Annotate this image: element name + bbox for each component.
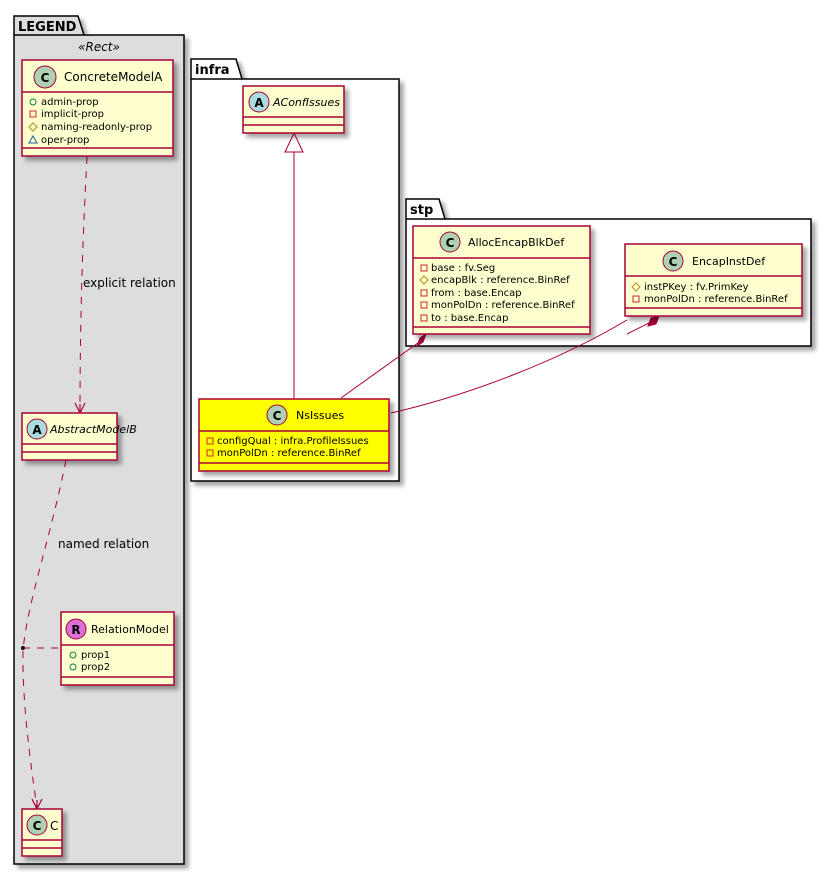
package-stp-name: stp <box>410 203 433 218</box>
svg-text:A: A <box>254 96 264 110</box>
class-spot-icon: C <box>33 65 57 89</box>
svg-text:instPKey : fv.PrimKey: instPKey : fv.PrimKey <box>644 282 749 293</box>
visibility-private-icon <box>29 110 37 118</box>
attribute-row: monPolDn : reference.BinRef <box>206 448 361 459</box>
class-name: EncapInstDef <box>692 255 766 268</box>
relation-explicit[interactable]: explicit relation <box>74 156 176 415</box>
class-name: AConfIssues <box>272 96 340 109</box>
attribute-row: naming-readonly-prop <box>28 122 152 133</box>
relation-composition-encap-line <box>390 319 628 414</box>
svg-text:C: C <box>669 255 678 269</box>
svg-text:A: A <box>32 423 42 437</box>
svg-text:prop1: prop1 <box>81 650 110 661</box>
class-aconf-issues[interactable]: A AConfIssues <box>242 85 345 134</box>
visibility-private-icon <box>420 289 428 297</box>
composition-diamond-icon <box>647 315 660 327</box>
abstract-spot-icon: A <box>26 418 48 440</box>
class-name: NsIssues <box>296 409 344 422</box>
class-encap-inst-def[interactable]: C EncapInstDef instPKey : fv.PrimKey mon… <box>624 243 803 317</box>
relation-composition-encap[interactable] <box>390 315 660 414</box>
relation-spot-icon: R <box>65 618 87 640</box>
attribute-row: from : base.Encap <box>420 288 522 299</box>
svg-text:C: C <box>33 819 42 833</box>
visibility-protected-icon <box>419 275 429 285</box>
svg-text:from : base.Encap: from : base.Encap <box>431 288 522 299</box>
attribute-row: instPKey : fv.PrimKey <box>631 282 749 293</box>
attribute-row: to : base.Encap <box>420 313 508 324</box>
visibility-private-icon <box>420 301 428 309</box>
class-name: ConcreteModelA <box>64 70 163 84</box>
attribute-row: prop2 <box>69 662 110 673</box>
class-spot-icon: C <box>26 814 48 836</box>
class-name: AllocEncapBlkDef <box>468 236 565 249</box>
svg-text:implicit-prop: implicit-prop <box>41 109 104 120</box>
package-infra[interactable]: infra <box>190 58 400 482</box>
visibility-public-icon <box>69 663 77 671</box>
relation-named-label: named relation <box>58 537 149 551</box>
svg-text:prop2: prop2 <box>81 662 110 673</box>
relation-explicit-label: explicit relation <box>83 276 176 290</box>
relation-explicit-line <box>79 156 88 413</box>
visibility-private-icon <box>632 295 640 303</box>
svg-text:admin-prop: admin-prop <box>41 97 99 108</box>
class-alloc-encap-blk-def[interactable]: C AllocEncapBlkDef base : fv.Seg encapBl… <box>412 225 591 335</box>
svg-text:base : fv.Seg: base : fv.Seg <box>431 263 495 274</box>
attribute-row: prop1 <box>69 650 110 661</box>
package-infra-frame <box>190 58 400 482</box>
visibility-protected-icon <box>28 122 38 132</box>
relation-composition-encap-line-tail <box>626 321 652 335</box>
attribute-row: configQual : infra.ProfileIssues <box>206 436 369 447</box>
class-concrete-model-a[interactable]: C ConcreteModelA admin-prop implicit-pro… <box>21 59 174 157</box>
attribute-row: monPolDn : reference.BinRef <box>420 300 575 311</box>
attribute-row: encapBlk : reference.BinRef <box>419 275 570 286</box>
class-relation-model[interactable]: R RelationModel prop1 prop2 <box>60 611 175 686</box>
svg-text:R: R <box>71 623 80 637</box>
relation-composition-alloc[interactable] <box>340 332 428 399</box>
package-legend-stereotype: «Rect» <box>78 40 120 54</box>
class-spot-icon: C <box>266 404 288 426</box>
class-spot-icon: C <box>662 250 684 272</box>
visibility-public-icon <box>29 98 37 106</box>
class-ns-issues[interactable]: C NsIssues configQual : infra.ProfileIss… <box>198 398 390 472</box>
visibility-private-icon <box>420 264 428 272</box>
svg-text:to : base.Encap: to : base.Encap <box>431 313 508 324</box>
svg-text:oper-prop: oper-prop <box>41 135 89 146</box>
class-name: AbstractModelB <box>49 423 137 436</box>
class-spot-icon: C <box>439 231 461 253</box>
visibility-protected-icon <box>631 282 641 292</box>
svg-text:monPolDn : reference.BinRef: monPolDn : reference.BinRef <box>431 300 575 311</box>
attribute-row: admin-prop <box>29 97 99 108</box>
svg-text:monPolDn : reference.BinRef: monPolDn : reference.BinRef <box>644 294 788 305</box>
class-box <box>198 398 390 472</box>
composition-diamond-icon <box>415 332 428 348</box>
svg-text:encapBlk : reference.BinRef: encapBlk : reference.BinRef <box>431 275 570 286</box>
attribute-row: monPolDn : reference.BinRef <box>632 294 788 305</box>
visibility-private-icon <box>206 437 214 445</box>
visibility-private-icon <box>206 449 214 457</box>
relation-composition-alloc-line <box>340 339 423 399</box>
class-name: C <box>50 819 58 833</box>
generalization-arrow-icon <box>284 131 304 153</box>
attribute-row: base : fv.Seg <box>420 263 495 274</box>
svg-text:C: C <box>446 236 455 250</box>
svg-text:C: C <box>273 409 282 423</box>
class-abstract-model-b[interactable]: A AbstractModelB <box>21 412 137 461</box>
attribute-row: implicit-prop <box>29 109 104 120</box>
package-legend-name: LEGEND <box>18 20 77 35</box>
visibility-public-icon <box>69 651 77 659</box>
relation-inheritance[interactable] <box>284 131 304 398</box>
visibility-private-icon <box>420 314 428 322</box>
svg-text:naming-readonly-prop: naming-readonly-prop <box>41 122 152 133</box>
package-infra-name: infra <box>195 63 230 78</box>
class-c[interactable]: C C <box>21 808 63 857</box>
abstract-spot-icon: A <box>248 91 270 113</box>
svg-text:monPolDn : reference.BinRef: monPolDn : reference.BinRef <box>217 448 361 459</box>
svg-text:configQual : infra.ProfileIssu: configQual : infra.ProfileIssues <box>217 436 369 447</box>
svg-text:C: C <box>41 71 50 85</box>
class-name: RelationModel <box>91 623 169 636</box>
class-box <box>624 243 803 317</box>
visibility-package-icon <box>28 134 38 144</box>
attribute-row: oper-prop <box>28 134 89 146</box>
